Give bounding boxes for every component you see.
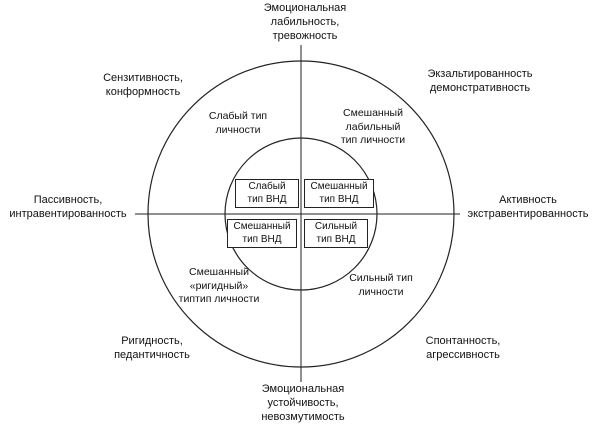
outer-quadrant-label-weak-personality: Слабый тип личности — [208, 110, 268, 136]
outer-circle — [147, 60, 455, 368]
inner-quadrant-box-strong-vnd: Сильный тип ВНД — [304, 219, 368, 248]
axis-label-top-right: Экзальтированность демонстративность — [427, 68, 533, 94]
inner-circle — [224, 137, 378, 291]
inner-quadrant-box-mixed-vnd-bottom: Смешанный тип ВНД — [227, 219, 297, 248]
outer-quadrant-label-mixed-labile-personality: Смешанный лабильный тип личности — [340, 107, 406, 147]
axis-label-bottom-left: Ригидность, педантичность — [114, 335, 190, 361]
axis-label-top-left: Сензитивность, конформность — [103, 72, 183, 98]
outer-quadrant-label-mixed-rigid-personality: Смешанный «ригидный» типтип личности — [178, 266, 260, 306]
inner-quadrant-box-mixed-vnd-top: Смешанный тип ВНД — [304, 179, 374, 208]
axis-label-bottom-right: Спонтанность, агрессивность — [425, 335, 501, 361]
axis-label-right: Активность экстравентированность — [467, 194, 589, 220]
axis-label-top: Эмоциональная лабильность, тревожность — [263, 2, 347, 42]
outer-quadrant-label-strong-personality: Сильный тип личности — [349, 272, 413, 298]
inner-quadrant-box-weak-vnd: Слабый тип ВНД — [235, 179, 299, 208]
axis-label-bottom: Эмоциональная устойчивость, невозмутимос… — [261, 383, 345, 423]
axis-label-left: Пассивность, интравентированность — [9, 194, 127, 220]
